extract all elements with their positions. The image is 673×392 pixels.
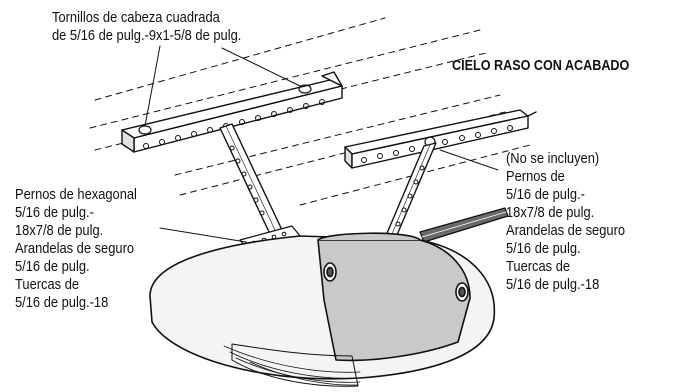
top-callout: Tornillos de cabeza cuadrada de 5/16 de …: [52, 9, 241, 45]
left-callout-line: 5/16 de pulg.: [15, 258, 90, 275]
left-callout-line: Pernos de hexagonal: [15, 186, 137, 203]
ceiling-lines: [89, 17, 531, 206]
left-callout-line: Arandelas de seguro: [15, 240, 135, 257]
right-callout-line: 5/16 de pulg.-: [506, 186, 585, 203]
right-callout-line: Arandelas de seguro: [506, 222, 626, 239]
right-callout-line: Tuercas de: [506, 258, 571, 275]
leader-lines: [144, 45, 499, 243]
left-callout: Pernos de hexagonal 5/16 de pulg.- 18x7/…: [15, 186, 137, 312]
left-callout-line: 5/16 de pulg.-: [15, 204, 94, 221]
right-callout-line: 18x7/8 de pulg.: [506, 204, 595, 221]
right-callout-line: (No se incluyen): [506, 150, 600, 167]
left-callout-line: Tuercas de: [15, 276, 80, 293]
right-callout-line: 5/16 de pulg.: [506, 240, 581, 257]
right-angle-iron: [344, 109, 537, 169]
top-callout-line: Tornillos de cabeza cuadrada: [52, 9, 220, 26]
top-callout-line: de 5/16 de pulg.-9x1-5/8 de pulg.: [52, 27, 242, 44]
left-callout-line: 5/16 de pulg.-18: [15, 294, 109, 311]
left-callout-line: 18x7/8 de pulg.: [15, 222, 104, 239]
rail: [419, 207, 509, 243]
left-angle-iron: [121, 71, 343, 153]
motor-unit: [149, 232, 496, 387]
right-callout: (No se incluyen) Pernos de 5/16 de pulg.…: [506, 150, 625, 294]
ceiling-label: CIELO RASO CON ACABADO: [452, 57, 630, 74]
left-hanging-strap: [219, 123, 283, 235]
right-callout-line: Pernos de: [506, 168, 565, 185]
left-angle-holes: [143, 99, 325, 149]
lag-screw-head-right: [298, 84, 312, 94]
right-callout-line: 5/16 de pulg.-18: [506, 276, 600, 293]
